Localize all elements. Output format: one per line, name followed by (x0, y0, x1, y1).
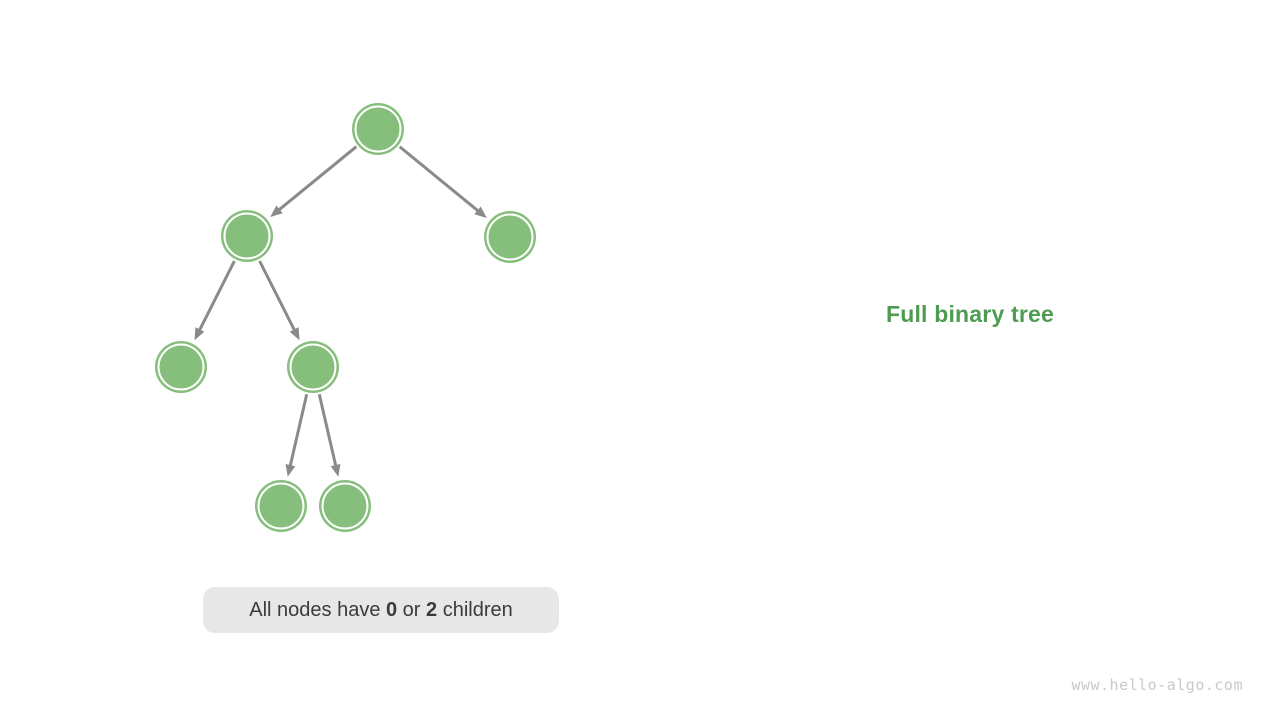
tree-node (255, 480, 307, 532)
caption-text: All nodes have 0 or 2 children (249, 599, 513, 622)
tree-edge-arrowhead (330, 463, 341, 477)
tree-node-ring (289, 343, 337, 391)
tree-node-disc (287, 341, 339, 393)
tree-node-disc (319, 480, 371, 532)
tree-edge-arrowhead (474, 206, 487, 219)
tree-node (484, 211, 536, 263)
tree-edge-arrowhead (285, 463, 296, 477)
tree-node-ring (257, 482, 305, 530)
tree-node-disc (221, 210, 273, 262)
tree-node (319, 480, 371, 532)
tree-edge (258, 260, 298, 334)
watermark: www.hello-algo.com (1071, 676, 1243, 694)
tree-node-disc (255, 480, 307, 532)
tree-node-ring (321, 482, 369, 530)
tree-node-disc (484, 211, 536, 263)
tree-edge (275, 145, 358, 214)
tree-node (221, 210, 273, 262)
tree-edge-arrowhead (270, 205, 283, 218)
tree-node-disc (352, 103, 404, 155)
caption-bold-segment: 2 (426, 598, 438, 621)
tree-node-disc (155, 341, 207, 393)
caption-segment: All nodes have (249, 598, 386, 621)
caption-segment: children (437, 598, 513, 621)
tree-edge (317, 393, 338, 470)
figure-title: Full binary tree (885, 301, 1055, 327)
caption-bold-segment: 0 (386, 598, 398, 621)
tree-node (155, 341, 207, 393)
tree-node (352, 103, 404, 155)
caption-segment: or (397, 598, 427, 621)
tree-node-ring (223, 212, 271, 260)
caption-badge: All nodes have 0 or 2 children (203, 587, 559, 633)
tree-node (287, 341, 339, 393)
tree-edge (288, 393, 309, 470)
tree-node-ring (354, 105, 402, 153)
tree-node-ring (157, 343, 205, 391)
tree-edge (398, 145, 482, 215)
tree-edge-arrowhead (194, 327, 205, 341)
tree-edge (196, 260, 236, 334)
tree-edge-arrowhead (289, 327, 300, 341)
tree-node-ring (486, 213, 534, 261)
